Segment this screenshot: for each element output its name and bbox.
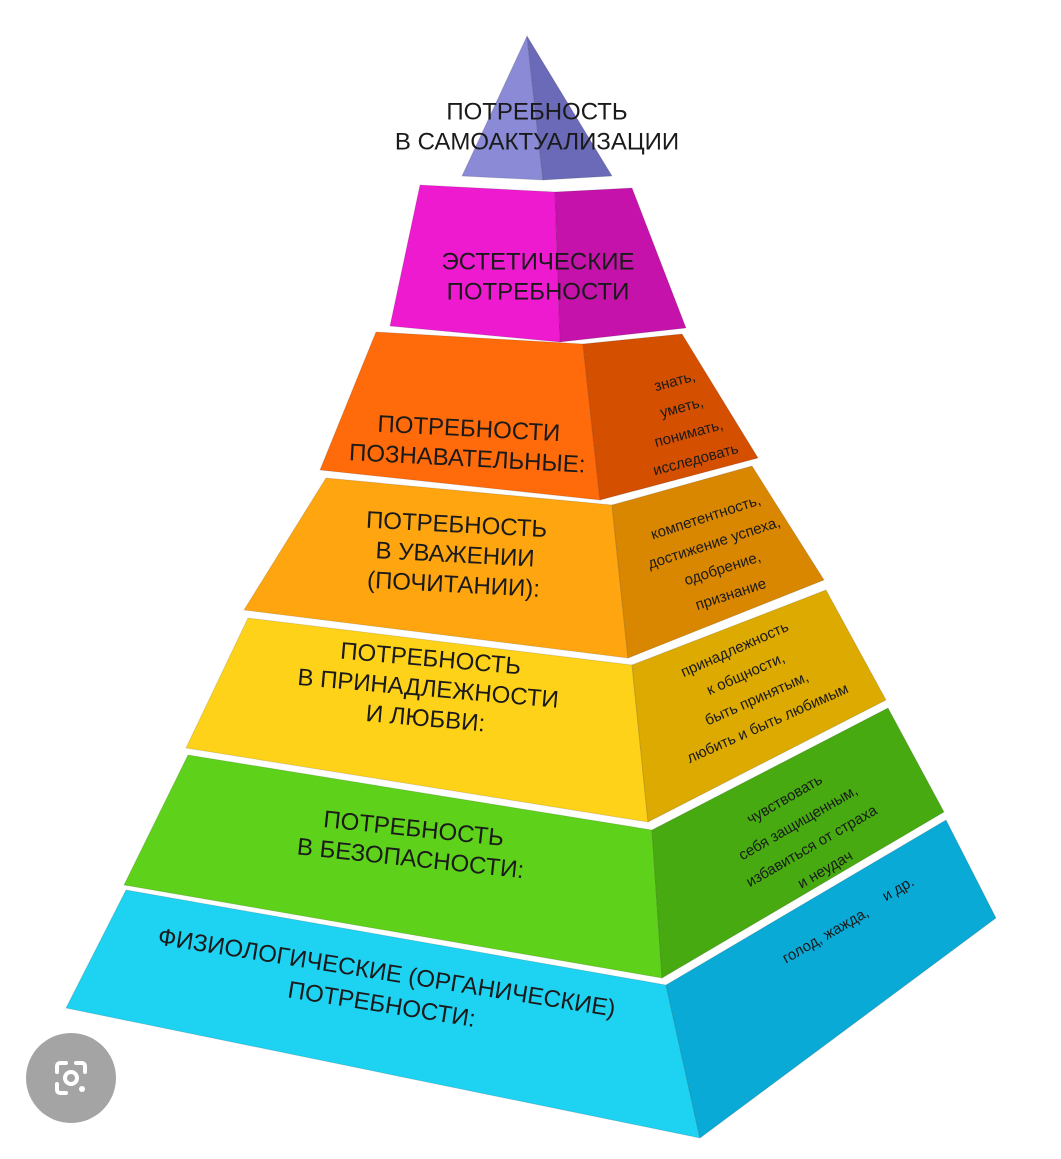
pyramid-level-aesthetic: ЭСТЕТИЧЕСКИЕ ПОТРЕБНОСТИ <box>389 184 687 343</box>
level-title-line: ЭСТЕТИЧЕСКИЕ <box>442 248 635 275</box>
level-side-face <box>526 35 613 181</box>
lens-search-icon <box>55 1061 87 1095</box>
level-side-face <box>582 333 759 501</box>
level-side-face <box>611 465 825 659</box>
level-title-line: ПОТРЕБНОСТИ <box>447 278 630 305</box>
level-title-line: В САМОАКТУАЛИЗАЦИИ <box>395 128 679 155</box>
level-side-face <box>631 589 887 823</box>
level-title: ЭСТЕТИЧЕСКИЕ ПОТРЕБНОСТИ <box>442 248 635 305</box>
level-side-face <box>665 819 997 1139</box>
level-title: ПОТРЕБНОСТЬ В САМОАКТУАЛИЗАЦИИ <box>395 98 679 155</box>
pyramid-level-self-actualization: ПОТРЕБНОСТЬ В САМОАКТУАЛИЗАЦИИ <box>395 34 679 181</box>
level-title-line: ПОТРЕБНОСТЬ <box>446 98 627 125</box>
lens-search-button[interactable] <box>26 1033 116 1123</box>
level-side-face <box>554 187 687 343</box>
level-side-face <box>651 707 945 979</box>
pyramid-level-cognitive: ПОТРЕБНОСТИПОЗНАВАТЕЛЬНЫЕ:знать,уметь,по… <box>319 331 759 501</box>
pyramid-level-physiological: ФИЗИОЛОГИЧЕСКИЕ (ОРГАНИЧЕСКИЕ)ПОТРЕБНОСТ… <box>65 819 997 1139</box>
